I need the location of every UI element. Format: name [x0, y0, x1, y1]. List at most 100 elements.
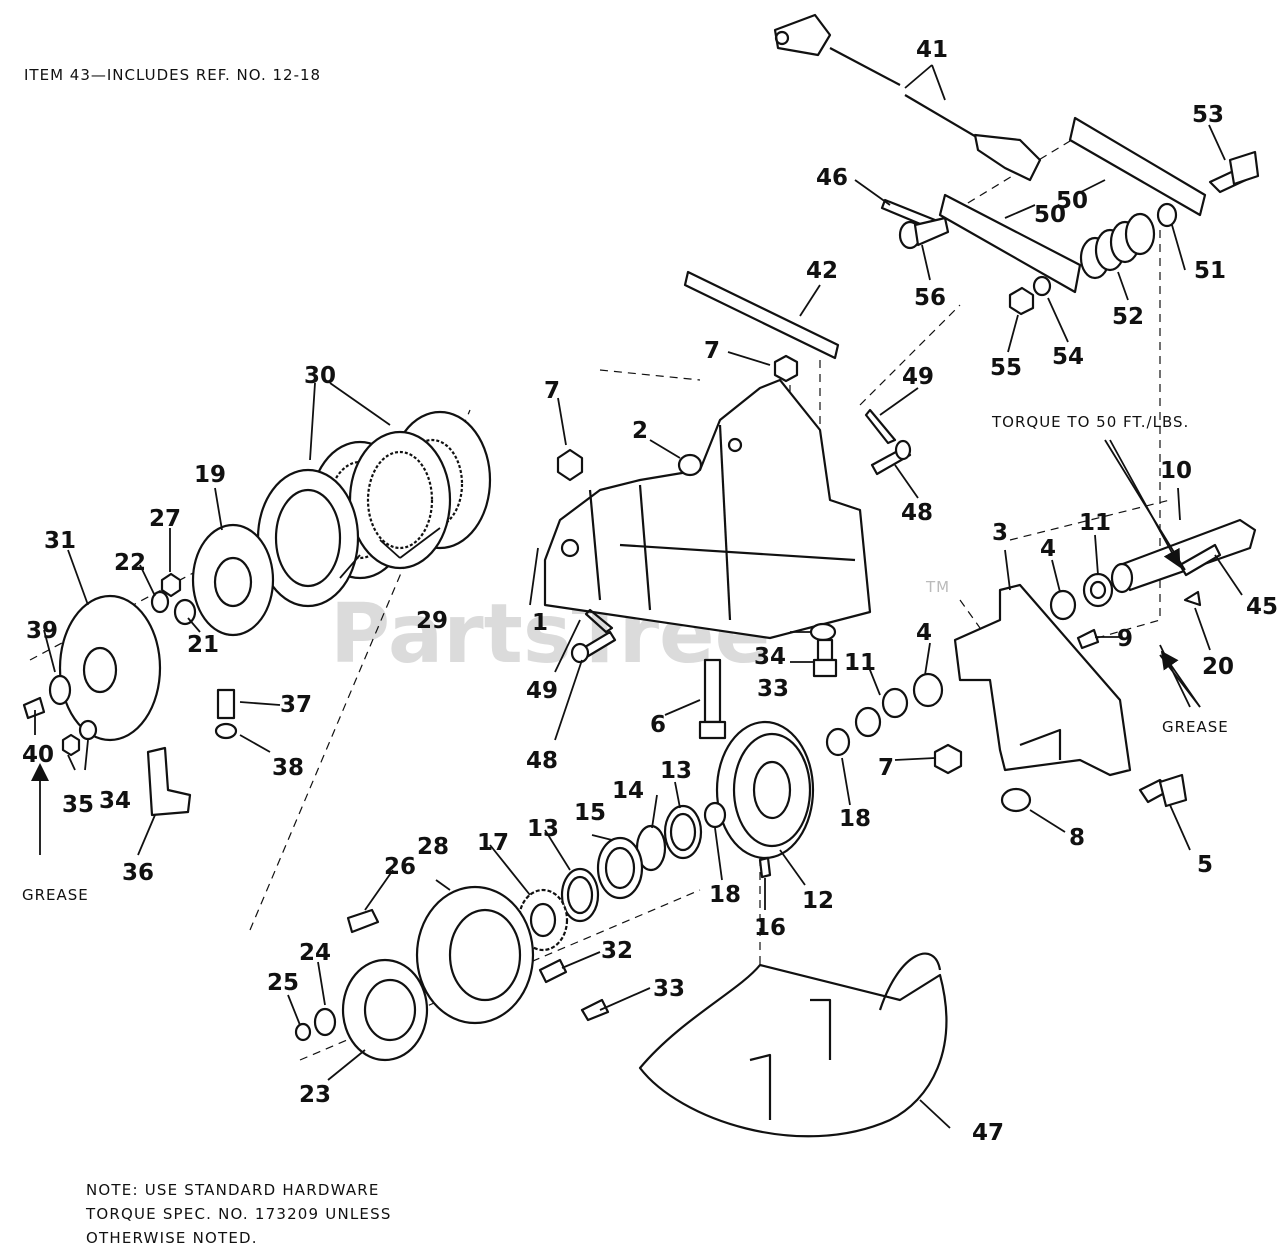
- part-34-washer: [809, 622, 837, 642]
- callout-21: 21: [187, 632, 219, 658]
- footer-note-line-3: OTHERWISE NOTED.: [86, 1229, 258, 1247]
- part-22-ring: [150, 590, 170, 614]
- callout-50a: 50: [1056, 188, 1088, 214]
- callout-51: 51: [1194, 258, 1226, 284]
- callout-4b: 4: [916, 620, 932, 646]
- part-42-bar: [683, 270, 840, 360]
- part-16-key: [758, 856, 772, 879]
- callout-36: 36: [122, 860, 154, 886]
- footer-note-line-1: NOTE: USE STANDARD HARDWARE: [86, 1181, 380, 1199]
- part-51-washer: [1156, 202, 1178, 228]
- callout-41: 41: [916, 37, 948, 63]
- part-34-washer-b: [78, 719, 98, 741]
- callout-23: 23: [299, 1082, 331, 1108]
- part-5-bolt: [1138, 773, 1188, 808]
- callout-29: 29: [416, 608, 448, 634]
- part-8-spacer: [1000, 787, 1032, 813]
- part-15-washer: [596, 836, 644, 900]
- callout-1: 1: [532, 610, 548, 636]
- callout-18b: 18: [709, 882, 741, 908]
- callout-53: 53: [1192, 102, 1224, 128]
- part-18-bearing-a: [825, 727, 851, 757]
- part-10-shaft: [1110, 518, 1257, 594]
- callout-7a: 7: [704, 338, 720, 364]
- part-7-nut-b: [773, 354, 799, 383]
- part-45-bolt: [1178, 543, 1222, 577]
- callout-26: 26: [384, 854, 416, 880]
- callout-34b: 34: [99, 788, 131, 814]
- part-33-bolt-b: [580, 998, 610, 1022]
- part-6-bolt: [698, 658, 727, 740]
- part-23-plate: [341, 958, 429, 1062]
- part-4-bushing-b: [912, 672, 944, 708]
- part-32-bolt: [538, 958, 568, 984]
- callout-27: 27: [149, 506, 181, 532]
- callout-47: 47: [972, 1120, 1004, 1146]
- callout-15: 15: [574, 800, 606, 826]
- callout-49a: 49: [902, 364, 934, 390]
- callout-52: 52: [1112, 304, 1144, 330]
- callout-30: 30: [304, 363, 336, 389]
- part-18-bearing-b: [703, 801, 727, 829]
- part-38-nut: [214, 722, 238, 740]
- callout-35: 35: [62, 792, 94, 818]
- callout-2: 2: [632, 418, 648, 444]
- callout-45: 45: [1246, 594, 1278, 620]
- header-note: ITEM 43—INCLUDES REF. NO. 12-18: [24, 66, 322, 84]
- callout-48a: 48: [901, 500, 933, 526]
- callout-17: 17: [477, 830, 509, 856]
- callout-11a: 11: [1079, 510, 1111, 536]
- part-37-bolt: [216, 688, 236, 720]
- part-27-nut: [160, 572, 182, 598]
- part-13-ring-a: [663, 804, 703, 860]
- part-48-pin-top: [870, 439, 912, 476]
- callout-8: 8: [1069, 825, 1085, 851]
- part-21-washer: [173, 598, 197, 626]
- part-20-fitting: [1183, 590, 1202, 607]
- callout-49b: 49: [526, 678, 558, 704]
- grease-label-left: GREASE: [22, 886, 89, 904]
- part-9-fitting: [1076, 628, 1100, 650]
- part-7-nut-c: [933, 743, 963, 775]
- part-7-nut-a: [556, 448, 584, 482]
- callout-40: 40: [22, 742, 54, 768]
- part-50-plates: [938, 116, 1207, 294]
- part-36-bracket: [146, 746, 192, 817]
- part-4-bushing-a: [1049, 589, 1077, 621]
- part-47-guard: [638, 952, 948, 1138]
- part-41-cable: [773, 13, 1042, 182]
- part-28-housing: [415, 885, 535, 1025]
- callout-54: 54: [1052, 344, 1084, 370]
- part-26-bolt: [346, 908, 380, 934]
- part-53-bolt: [1208, 150, 1260, 194]
- part-40-fitting: [22, 696, 46, 720]
- callout-31: 31: [44, 528, 76, 554]
- callout-7c: 7: [878, 755, 894, 781]
- callout-3: 3: [992, 520, 1008, 546]
- part-13-ring-b: [560, 867, 600, 923]
- part-54-washer: [1032, 275, 1052, 297]
- callout-32: 32: [601, 938, 633, 964]
- part-48-pin-bottom: [570, 630, 617, 664]
- callout-38: 38: [272, 755, 304, 781]
- torque-note: TORQUE TO 50 FT./LBS.: [991, 413, 1189, 431]
- part-11-washer-a: [1082, 572, 1114, 608]
- callout-14: 14: [612, 778, 644, 804]
- part-39-seal: [48, 674, 72, 706]
- callout-48b: 48: [526, 748, 558, 774]
- callout-18a: 18: [839, 806, 871, 832]
- callout-11b: 11: [844, 650, 876, 676]
- callout-19: 19: [194, 462, 226, 488]
- callout-39: 39: [26, 618, 58, 644]
- part-29-discs: [256, 430, 452, 608]
- part-25-bushing: [294, 1022, 312, 1042]
- callouts: 1 2 3 4 4 5 6 7 7 7 8 9 10 11 11 12 13 1…: [22, 37, 1278, 1146]
- callout-25: 25: [267, 970, 299, 996]
- footer-note: NOTE: USE STANDARD HARDWARE TORQUE SPEC.…: [86, 1178, 392, 1250]
- part-56-pin: [898, 216, 950, 250]
- callout-13b: 13: [527, 816, 559, 842]
- footer-note-line-2: TORQUE SPEC. NO. 173209 UNLESS: [86, 1205, 392, 1223]
- callout-6: 6: [650, 712, 666, 738]
- callout-34a: 34: [754, 644, 786, 670]
